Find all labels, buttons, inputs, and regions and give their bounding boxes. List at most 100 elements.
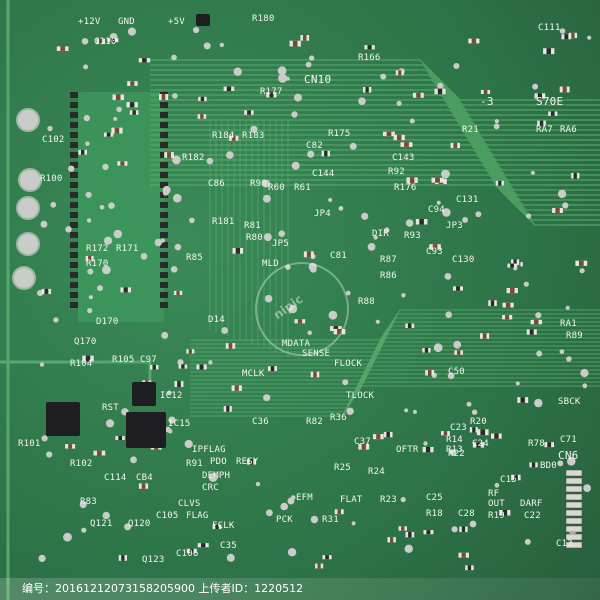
smd-component [189, 548, 194, 554]
smd-component [480, 429, 486, 436]
watermark-ring [255, 262, 349, 356]
via-pad [63, 532, 72, 542]
via-pad [494, 119, 499, 124]
label-r105: R105 [112, 355, 135, 365]
smd-component [547, 442, 552, 448]
label-12v: +12V [78, 17, 101, 27]
via-pad [87, 308, 93, 314]
label-jp5: JP5 [272, 239, 289, 249]
bus-trace [190, 361, 600, 393]
smd-component [490, 300, 495, 307]
bus-trace [190, 325, 600, 357]
via-pad [567, 457, 576, 466]
header-pin [70, 232, 78, 238]
smd-component [513, 259, 517, 266]
label-r19: R19 [488, 511, 505, 521]
smd-component [407, 323, 412, 328]
via-pad [162, 189, 169, 196]
via-pad [168, 416, 176, 424]
label-c35: C35 [220, 541, 237, 551]
bus-trace [190, 369, 600, 401]
via-pad [278, 73, 288, 83]
bus-trace [150, 109, 600, 151]
via-pad [287, 548, 297, 557]
smd-component [115, 94, 121, 101]
label-c130: C130 [452, 255, 475, 265]
via-pad [102, 511, 110, 520]
bus-trace [150, 89, 600, 131]
label-r86: R86 [380, 271, 397, 281]
label-c114: C114 [104, 473, 127, 483]
via-pad [130, 456, 137, 464]
header-pin [160, 302, 168, 308]
via-pad [266, 509, 273, 517]
smd-component [520, 397, 525, 403]
via-pad [444, 273, 452, 280]
connector-pin [565, 541, 583, 549]
smd-component [142, 58, 147, 63]
label-ipflag: IPFLAG [192, 445, 226, 455]
smd-component [404, 142, 409, 147]
via-pad [127, 27, 136, 36]
header-pin [70, 202, 78, 208]
smd-component [97, 450, 102, 456]
header-pin [160, 272, 168, 278]
via-pad [172, 155, 181, 165]
smd-component [226, 406, 230, 412]
label-r91: R91 [186, 459, 203, 469]
connector-pin [565, 493, 583, 501]
smd-component [416, 92, 421, 98]
label-clvs: CLVS [178, 499, 201, 509]
bus-trace [150, 74, 600, 116]
via-pad [250, 125, 258, 133]
via-pad [404, 544, 413, 553]
via-pad [346, 407, 354, 415]
bus-trace [150, 149, 600, 191]
label-r14: R14 [446, 435, 463, 445]
smd-component [247, 110, 251, 115]
smd-component [550, 111, 555, 116]
label-r22: R22 [448, 449, 465, 459]
label-minus3: -3 [480, 95, 494, 108]
via-pad [172, 93, 178, 99]
label-r183: R183 [242, 131, 265, 141]
via-pad [86, 218, 92, 223]
smd-component [461, 552, 466, 558]
label-cn10: CN10 [304, 73, 332, 86]
smd-component [426, 530, 431, 535]
via-pad [262, 179, 270, 188]
smd-component [437, 88, 443, 95]
smd-component [226, 86, 232, 91]
header-pin [70, 92, 78, 98]
smd-component [181, 364, 185, 369]
connector-pin [565, 509, 583, 517]
smd-component [386, 131, 392, 137]
smd-component [539, 120, 544, 126]
via-pad [579, 268, 585, 274]
smd-component [167, 152, 171, 158]
label-mld: MLD [262, 259, 279, 269]
smd-component [419, 219, 424, 225]
header-pin [70, 122, 78, 128]
via-pad [396, 100, 402, 106]
via-pad [85, 191, 92, 198]
smd-component [457, 350, 461, 355]
label-jp3: JP3 [446, 221, 463, 231]
label-r176: R176 [394, 183, 417, 193]
smd-component [161, 94, 166, 100]
via-pad [380, 73, 387, 80]
label-r13: R13 [446, 445, 463, 455]
bus-trace [190, 357, 600, 389]
smd-component [235, 248, 240, 254]
header-pin [160, 212, 168, 218]
smd-component [106, 132, 111, 137]
label-r172: R172 [86, 244, 109, 254]
smd-component [409, 177, 415, 183]
label-r24: R24 [368, 467, 385, 477]
via-pad [68, 165, 75, 172]
via-pad [108, 202, 115, 209]
smd-component [514, 474, 518, 481]
label-c22: C22 [524, 511, 541, 521]
mounting-hole [16, 196, 40, 220]
smd-component [424, 348, 429, 353]
